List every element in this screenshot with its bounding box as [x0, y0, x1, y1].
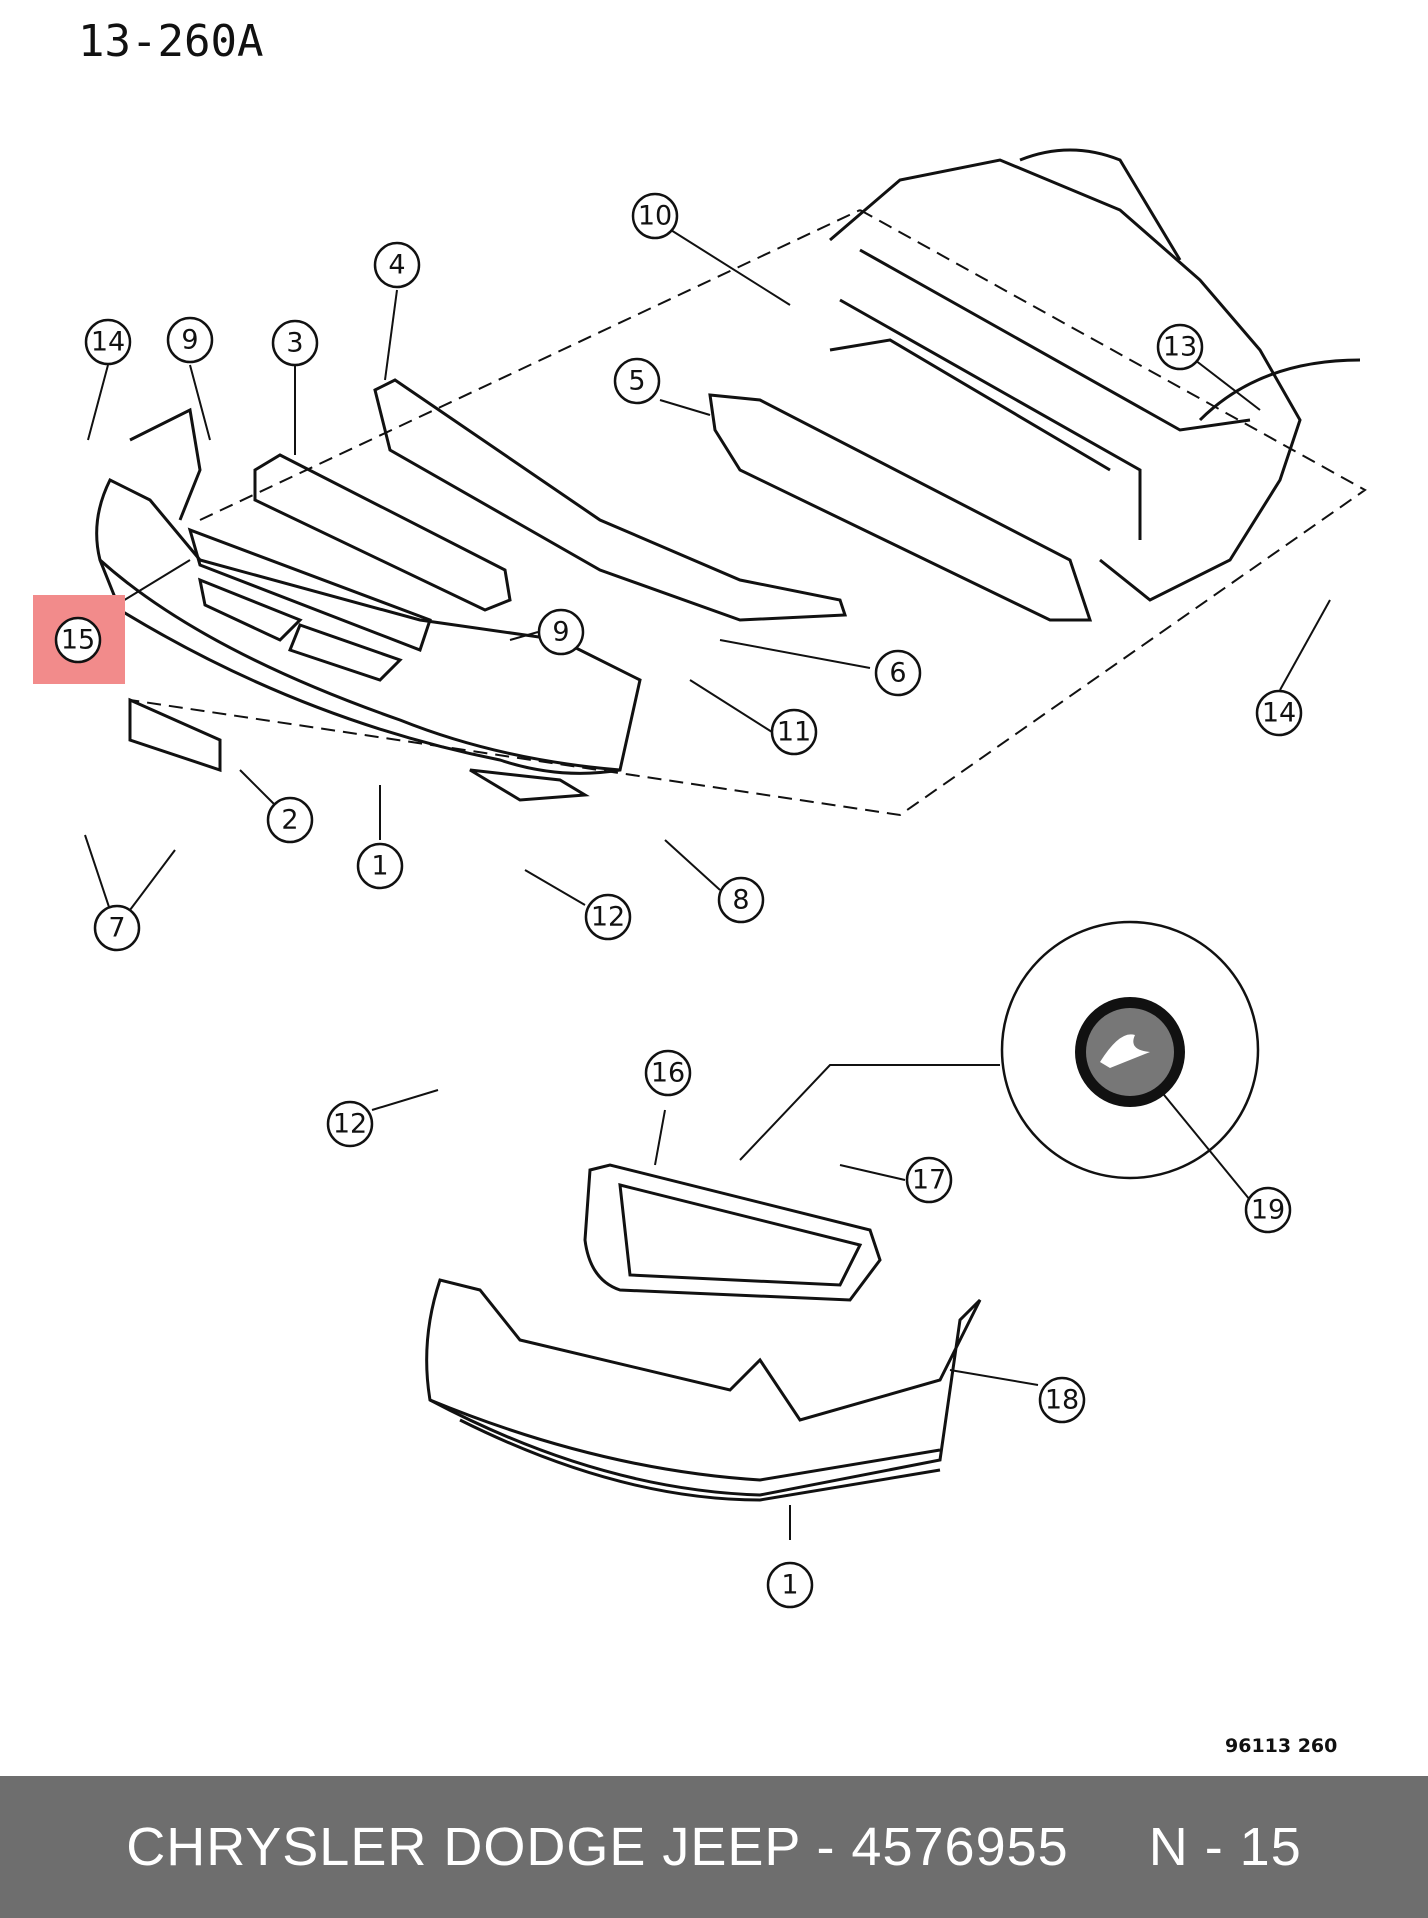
reinforcement-3 [253, 453, 512, 612]
callout-5[interactable]: 5 [613, 357, 661, 405]
callout-14-right[interactable]: 14 [1255, 689, 1303, 737]
callout-1[interactable]: 1 [356, 842, 404, 890]
svg-text:4: 4 [388, 250, 405, 281]
grille-15 [187, 527, 432, 682]
footer-text: CHRYSLER DODGE JEEP - 4576955 [126, 1817, 1069, 1877]
svg-text:17: 17 [912, 1165, 946, 1196]
beam-5 [708, 393, 1093, 622]
callout-11[interactable]: 11 [770, 708, 818, 756]
callout-17[interactable]: 17 [905, 1156, 953, 1204]
svg-text:3: 3 [286, 328, 303, 359]
svg-text:8: 8 [732, 885, 749, 916]
svg-text:1: 1 [781, 1570, 798, 1601]
leader-lines [84, 219, 1331, 1540]
emblem-detail [1000, 920, 1260, 1180]
callout-15[interactable]: 15 [54, 616, 102, 664]
svg-text:10: 10 [638, 201, 672, 232]
footer-bar: CHRYSLER DODGE JEEP - 4576955 N - 15 [0, 1776, 1428, 1918]
svg-text:12: 12 [591, 902, 625, 933]
vehicle-frame [829, 148, 1361, 602]
svg-text:2: 2 [281, 805, 298, 836]
svg-text:13: 13 [1163, 332, 1197, 363]
svg-text:6: 6 [889, 658, 906, 689]
diagram-title: 13-260A [78, 16, 263, 67]
callout-4[interactable]: 4 [373, 241, 421, 289]
callout-2[interactable]: 2 [266, 796, 314, 844]
callout-10[interactable]: 10 [631, 192, 679, 240]
svg-text:9: 9 [552, 617, 569, 648]
callout-12-bottom[interactable]: 12 [326, 1100, 374, 1148]
svg-text:18: 18 [1045, 1385, 1079, 1416]
svg-text:5: 5 [628, 366, 645, 397]
fascia-lower [425, 1278, 982, 1502]
svg-text:11: 11 [777, 717, 811, 748]
callout-6[interactable]: 6 [874, 649, 922, 697]
svg-text:14: 14 [91, 327, 125, 358]
fascia-upper [95, 407, 642, 802]
svg-text:16: 16 [651, 1058, 685, 1089]
callout-12-top[interactable]: 12 [584, 893, 632, 941]
callout-3[interactable]: 3 [271, 319, 319, 367]
parts-diagram: 13-260A [33, 16, 1367, 1757]
callout-14-left[interactable]: 14 [84, 318, 132, 366]
callout-9-mid[interactable]: 9 [537, 608, 585, 656]
callout-1-bottom[interactable]: 1 [766, 1561, 814, 1609]
footer-spacer [1069, 1816, 1149, 1878]
figure-code: 96113 260 [1225, 1735, 1337, 1757]
svg-text:15: 15 [61, 625, 95, 656]
svg-text:9: 9 [181, 325, 198, 356]
absorber-4 [373, 378, 848, 622]
footer-ref: N - 15 [1148, 1817, 1302, 1877]
callout-16[interactable]: 16 [644, 1049, 692, 1097]
callout-9-top[interactable]: 9 [166, 316, 214, 364]
grille-16 [583, 1163, 882, 1302]
reference-outline [129, 209, 1367, 817]
callout-13[interactable]: 13 [1156, 323, 1204, 371]
svg-text:7: 7 [108, 913, 125, 944]
svg-text:19: 19 [1251, 1195, 1285, 1226]
callout-7[interactable]: 7 [93, 904, 141, 952]
callout-19[interactable]: 19 [1244, 1186, 1292, 1234]
svg-text:12: 12 [333, 1109, 367, 1140]
callout-8[interactable]: 8 [717, 876, 765, 924]
callout-18[interactable]: 18 [1038, 1376, 1086, 1424]
svg-text:1: 1 [371, 851, 388, 882]
svg-text:14: 14 [1262, 698, 1296, 729]
